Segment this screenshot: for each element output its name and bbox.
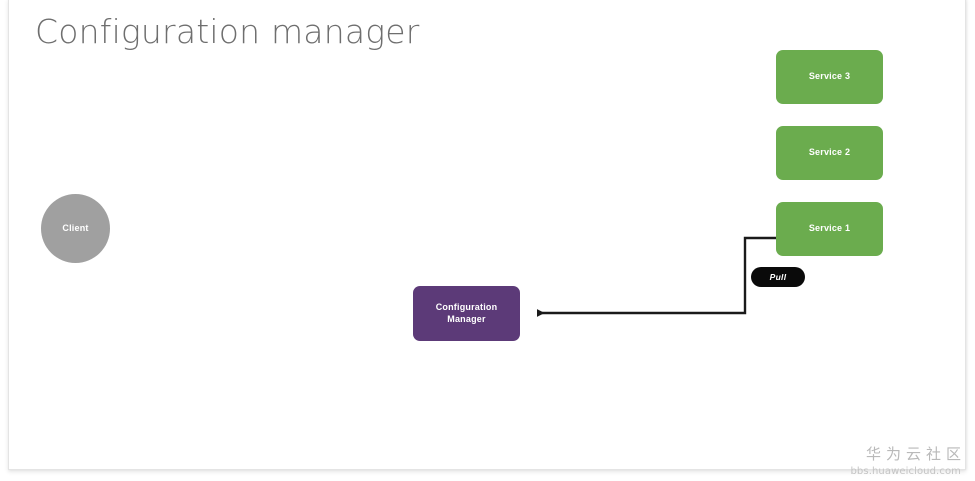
node-client[interactable]: Client (41, 194, 110, 263)
node-configuration-manager[interactable]: Configuration Manager (413, 286, 520, 341)
edge-label-pull-text: Pull (769, 272, 787, 282)
node-service-1-label: Service 1 (808, 223, 851, 234)
node-configuration-manager-label-line-2: Manager (447, 313, 486, 324)
watermark-chinese-text: 华为云社区 (865, 445, 966, 463)
node-configuration-manager-label: Configuration Manager (436, 302, 498, 325)
edge-label-pull: Pull (751, 267, 805, 287)
node-service-3[interactable]: Service 3 (776, 50, 883, 104)
node-configuration-manager-label-line-1: Configuration (435, 302, 498, 313)
node-service-3-label: Service 3 (808, 71, 851, 82)
page-title: Configuration manager (35, 12, 420, 51)
node-service-2[interactable]: Service 2 (776, 126, 883, 180)
node-service-1[interactable]: Service 1 (776, 202, 883, 256)
watermark-url-text: bbs.huaweicloud.com (850, 466, 961, 477)
edge-service-1-to-configuration-manager (537, 236, 778, 317)
node-client-label: Client (62, 222, 89, 233)
watermark: 华为云社区 bbs.huaweicloud.com (850, 443, 961, 477)
node-service-2-label: Service 2 (808, 147, 851, 158)
